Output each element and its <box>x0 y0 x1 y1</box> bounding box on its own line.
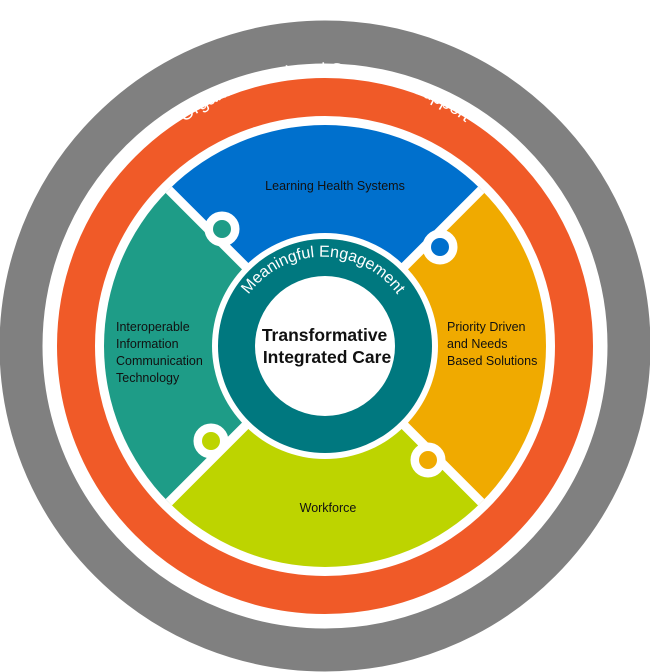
knob-bottom-right-fill <box>419 451 437 469</box>
core-circle <box>255 276 395 416</box>
piece-label-top: Learning Health Systems <box>265 179 405 193</box>
piece-label-bottom: Workforce <box>300 501 357 515</box>
knob-top-left-fill <box>213 220 231 238</box>
piece-label-left: Interoperable Information Communication … <box>116 320 206 385</box>
outer-ring-label: Policy, Societal and Economic Context <box>167 0 484 23</box>
puzzle-piece-left <box>104 125 325 567</box>
second-ring <box>57 78 593 614</box>
puzzle-piece-right <box>325 125 546 567</box>
knob-top-right-fill <box>431 238 449 256</box>
core-label: Transformative Integrated Care <box>262 325 392 367</box>
knob-bottom-left-fill <box>202 432 220 450</box>
puzzle-piece-bottom <box>104 346 546 567</box>
piece-label-right: Priority Driven and Needs Based Solution… <box>447 320 537 368</box>
puzzle-piece-top <box>104 125 546 346</box>
outer-ring <box>0 20 650 672</box>
